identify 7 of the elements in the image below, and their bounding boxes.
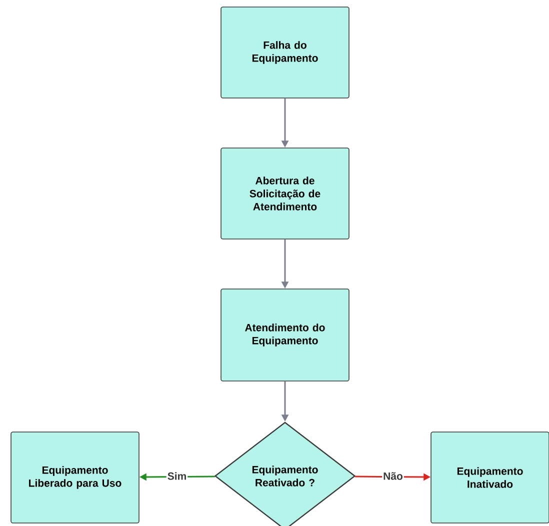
process-box: Abertura de Solicitação de Atendimento — [220, 148, 350, 240]
process-box: Falha do Equipamento — [220, 6, 350, 98]
edge-label: Não — [382, 471, 404, 481]
edge-label: Sim — [166, 471, 188, 481]
process-box: Atendimento do Equipamento — [220, 288, 350, 382]
process-box: Equipamento Inativado — [430, 432, 549, 524]
process-box: Equipamento Liberado para Uso — [10, 432, 140, 524]
